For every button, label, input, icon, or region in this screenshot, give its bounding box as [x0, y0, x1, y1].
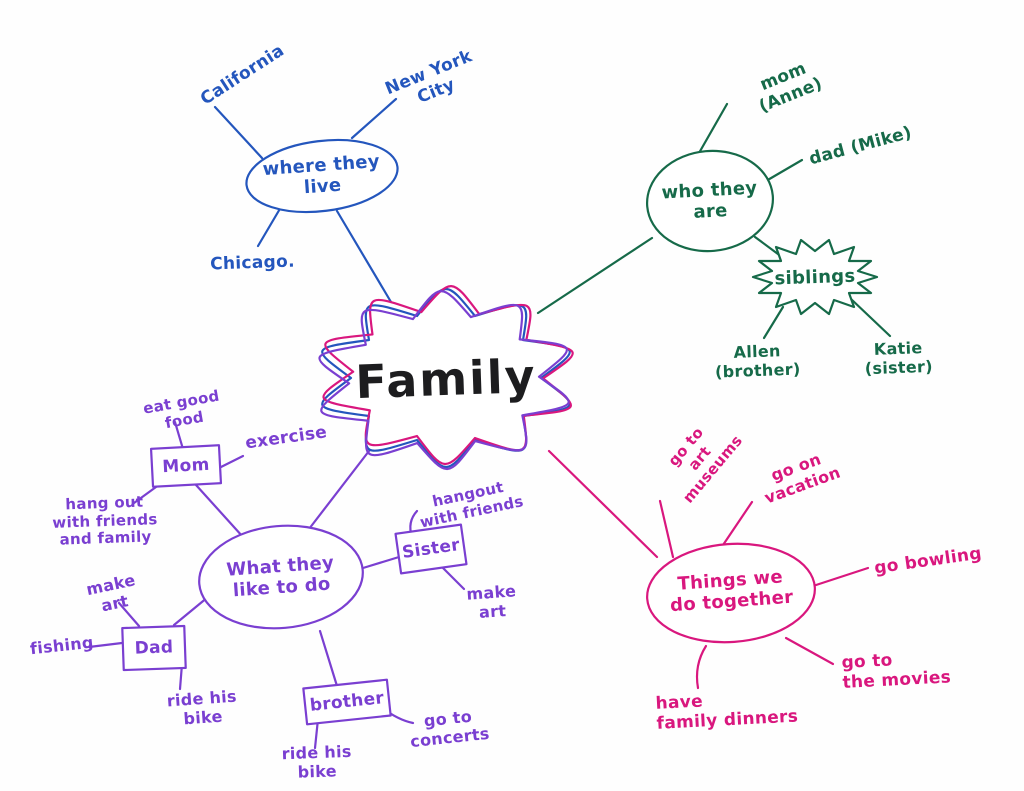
what-they-like-oval: [198, 524, 364, 630]
edge-movies: [784, 636, 835, 666]
family-title: Family: [354, 348, 538, 410]
allen-brother-label: Allen (brother): [714, 341, 801, 382]
hang-out-friends-family-label: hang out with friends and family: [52, 492, 158, 549]
edge-things-to-family: [547, 449, 659, 559]
make-art-sister-label: make art: [465, 581, 517, 622]
dinners-label: have family dinners: [655, 691, 799, 734]
edge-vacation: [719, 500, 754, 550]
edge-oval-to-sister: [361, 555, 401, 570]
chicago-label: Chicago.: [209, 251, 296, 275]
dad-box-label: Dad: [134, 637, 174, 659]
edge-make-art-dad: [117, 601, 141, 628]
edge-fishing: [87, 641, 124, 649]
edge-hang-out: [132, 485, 158, 505]
who-they-are-label: who they are: [661, 177, 758, 224]
katie-sister-label: Katie (sister): [864, 338, 934, 379]
mom-box: [149, 444, 223, 488]
edge-art-museums: [658, 499, 675, 559]
edge-dad-mike: [764, 158, 804, 183]
where-they-live-oval: [245, 138, 399, 214]
edge-new-york-city: [350, 97, 398, 140]
edge-oval-to-brother: [318, 629, 339, 688]
siblings-starburst: [751, 238, 879, 316]
edge-california: [213, 105, 264, 160]
edge-oval-to-dad: [172, 595, 210, 627]
mom-box-label: Mom: [161, 454, 211, 478]
edge-allen: [762, 305, 785, 340]
sister-box: [394, 523, 468, 575]
family-cloud-outline-purple: [318, 290, 570, 471]
edge-like-to-family: [307, 449, 371, 531]
edge-chicago: [256, 205, 283, 248]
edge-dinners: [695, 644, 708, 690]
ride-his-bike-dad-label: ride his bike: [166, 686, 238, 729]
edge-who-to-family: [536, 236, 654, 315]
edge-mom-box-to-oval: [194, 483, 245, 539]
edge-mom-anne: [697, 102, 729, 155]
edge-sister-make-art: [441, 566, 466, 591]
edge-exercise: [219, 454, 245, 469]
edge-eat-good-food: [173, 420, 185, 451]
who-they-are-oval: [645, 149, 775, 253]
ride-his-bike-brother-label: ride his bike: [281, 741, 352, 782]
edge-katie: [849, 297, 892, 338]
edge-bowling: [811, 566, 870, 588]
brother-box: [302, 678, 392, 726]
siblings-label: siblings: [774, 265, 856, 290]
dad-box: [121, 624, 187, 672]
edge-live-to-family: [335, 209, 393, 304]
movies-label: go to the movies: [841, 650, 952, 694]
things-we-do-oval: [646, 542, 816, 644]
